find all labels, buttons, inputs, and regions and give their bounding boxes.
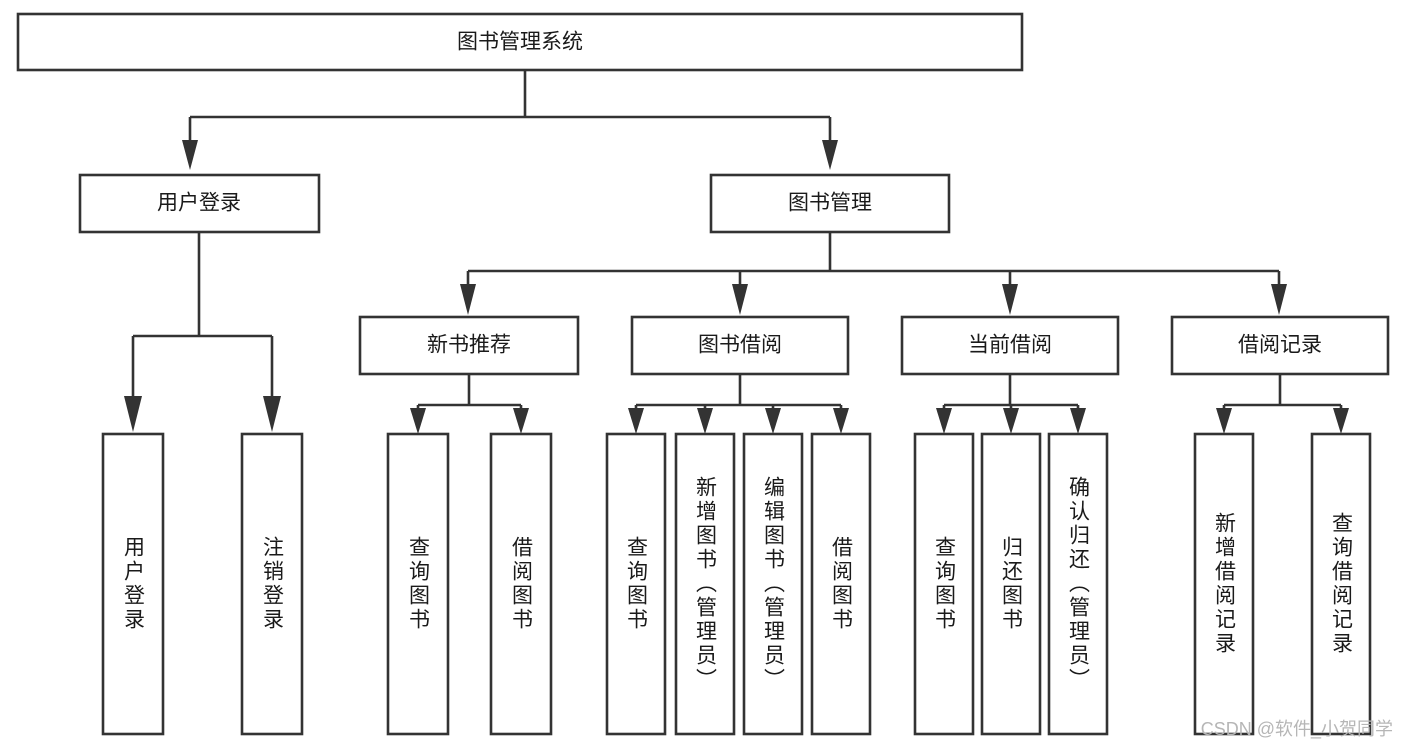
node-leaf-logout[interactable]: 注销登录	[240, 432, 304, 736]
node-leaf-return-book-label: 归还图书	[1000, 536, 1024, 632]
arrowhead-leaf-edit-book	[765, 408, 781, 434]
arrowhead-user-login	[182, 140, 198, 170]
node-leaf-return-book[interactable]: 归还图书	[980, 432, 1042, 736]
node-user-login[interactable]: 用户登录	[78, 173, 321, 234]
node-book-borrow-label: 图书借阅	[698, 334, 782, 357]
node-borrow-record-label: 借阅记录	[1238, 334, 1322, 357]
arrowhead-leaf-confirm-return	[1070, 408, 1086, 434]
node-leaf-query-record-label: 查询借阅记录	[1330, 512, 1354, 656]
node-book-borrow-box[interactable]	[630, 315, 850, 376]
node-leaf-add-record-box[interactable]	[1193, 432, 1255, 736]
node-leaf-edit-book[interactable]: 编辑图书（管理员）	[742, 432, 804, 736]
node-leaf-query-record-box[interactable]	[1310, 432, 1372, 736]
node-leaf-query-book-3[interactable]: 查询图书	[913, 432, 975, 736]
node-leaf-query-book-2-box[interactable]	[605, 432, 667, 736]
node-leaf-query-book-1-label: 查询图书	[407, 536, 431, 632]
node-leaf-borrow-book-1[interactable]: 借阅图书	[489, 432, 553, 736]
arrowhead-leaf-query-book-1	[410, 408, 426, 434]
node-new-book-rec-box[interactable]	[358, 315, 580, 376]
node-leaf-borrow-book-1-label: 借阅图书	[510, 536, 534, 632]
node-book-manage-box[interactable]	[709, 173, 951, 234]
node-leaf-confirm-return[interactable]: 确认归还（管理员）	[1047, 432, 1109, 736]
node-current-borrow[interactable]: 当前借阅	[900, 315, 1120, 376]
node-leaf-borrow-book-2[interactable]: 借阅图书	[810, 432, 872, 736]
node-book-manage-label: 图书管理	[788, 192, 872, 215]
node-root[interactable]: 图书管理系统	[16, 12, 1024, 72]
node-leaf-logout-box[interactable]	[240, 432, 304, 736]
node-leaf-user-login[interactable]: 用户登录	[101, 432, 165, 736]
node-leaf-add-book-label: 新增图书（管理员）	[694, 476, 718, 692]
node-leaf-confirm-return-box[interactable]	[1047, 432, 1109, 736]
arrowhead-leaf-query-record	[1333, 408, 1349, 434]
node-root-box[interactable]	[16, 12, 1024, 72]
csdn-watermark: CSDN @软件_小贺同学	[1200, 719, 1393, 739]
arrowhead-leaf-return-book	[1003, 408, 1019, 434]
node-leaf-edit-book-box[interactable]	[742, 432, 804, 736]
node-borrow-record-box[interactable]	[1170, 315, 1390, 376]
arrowhead-leaf-query-book-2	[628, 408, 644, 434]
node-leaf-query-book-2[interactable]: 查询图书	[605, 432, 667, 736]
arrowhead-leaf-query-book-3	[936, 408, 952, 434]
arrowhead-leaf-borrow-book-1	[513, 408, 529, 434]
node-book-manage[interactable]: 图书管理	[709, 173, 951, 234]
node-leaf-borrow-book-2-box[interactable]	[810, 432, 872, 736]
node-new-book-rec[interactable]: 新书推荐	[358, 315, 580, 376]
node-leaf-borrow-book-1-box[interactable]	[489, 432, 553, 736]
arrowhead-leaf-logout	[263, 396, 281, 432]
node-leaf-add-record[interactable]: 新增借阅记录	[1193, 432, 1255, 736]
arrowhead-borrow-record	[1271, 284, 1287, 315]
arrowhead-new-book-rec	[460, 284, 476, 315]
node-leaf-query-book-2-label: 查询图书	[625, 536, 649, 632]
node-new-book-rec-label: 新书推荐	[427, 334, 511, 357]
node-leaf-query-book-1-box[interactable]	[386, 432, 450, 736]
connector-layer	[124, 70, 1349, 434]
node-root-label: 图书管理系统	[457, 31, 583, 54]
node-leaf-user-login-box[interactable]	[101, 432, 165, 736]
node-book-borrow[interactable]: 图书借阅	[630, 315, 850, 376]
node-user-login-box[interactable]	[78, 173, 321, 234]
node-leaf-add-book-box[interactable]	[674, 432, 736, 736]
node-borrow-record[interactable]: 借阅记录	[1170, 315, 1390, 376]
node-leaf-confirm-return-label: 确认归还（管理员）	[1067, 476, 1091, 692]
node-leaf-edit-book-label: 编辑图书（管理员）	[762, 476, 786, 692]
arrowhead-book-manage	[822, 140, 838, 170]
node-user-login-label: 用户登录	[157, 192, 241, 215]
node-leaf-borrow-book-2-label: 借阅图书	[830, 536, 854, 632]
node-current-borrow-box[interactable]	[900, 315, 1120, 376]
node-leaf-user-login-label: 用户登录	[122, 536, 146, 632]
node-leaf-add-record-label: 新增借阅记录	[1213, 512, 1237, 656]
node-leaf-query-book-3-label: 查询图书	[933, 536, 957, 632]
arrowhead-leaf-add-record	[1216, 408, 1232, 434]
node-current-borrow-label: 当前借阅	[968, 334, 1052, 357]
node-leaf-logout-label: 注销登录	[261, 536, 285, 632]
node-leaf-query-book-1[interactable]: 查询图书	[386, 432, 450, 736]
node-leaf-query-book-3-box[interactable]	[913, 432, 975, 736]
arrowhead-book-borrow	[732, 284, 748, 315]
node-leaf-return-book-box[interactable]	[980, 432, 1042, 736]
arrowhead-leaf-add-book	[697, 408, 713, 434]
arrowhead-leaf-borrow-book-2	[833, 408, 849, 434]
node-leaf-query-record[interactable]: 查询借阅记录	[1310, 432, 1372, 736]
arrowhead-leaf-user-login	[124, 396, 142, 432]
arrowhead-current-borrow	[1002, 284, 1018, 315]
node-leaf-add-book[interactable]: 新增图书（管理员）	[674, 432, 736, 736]
